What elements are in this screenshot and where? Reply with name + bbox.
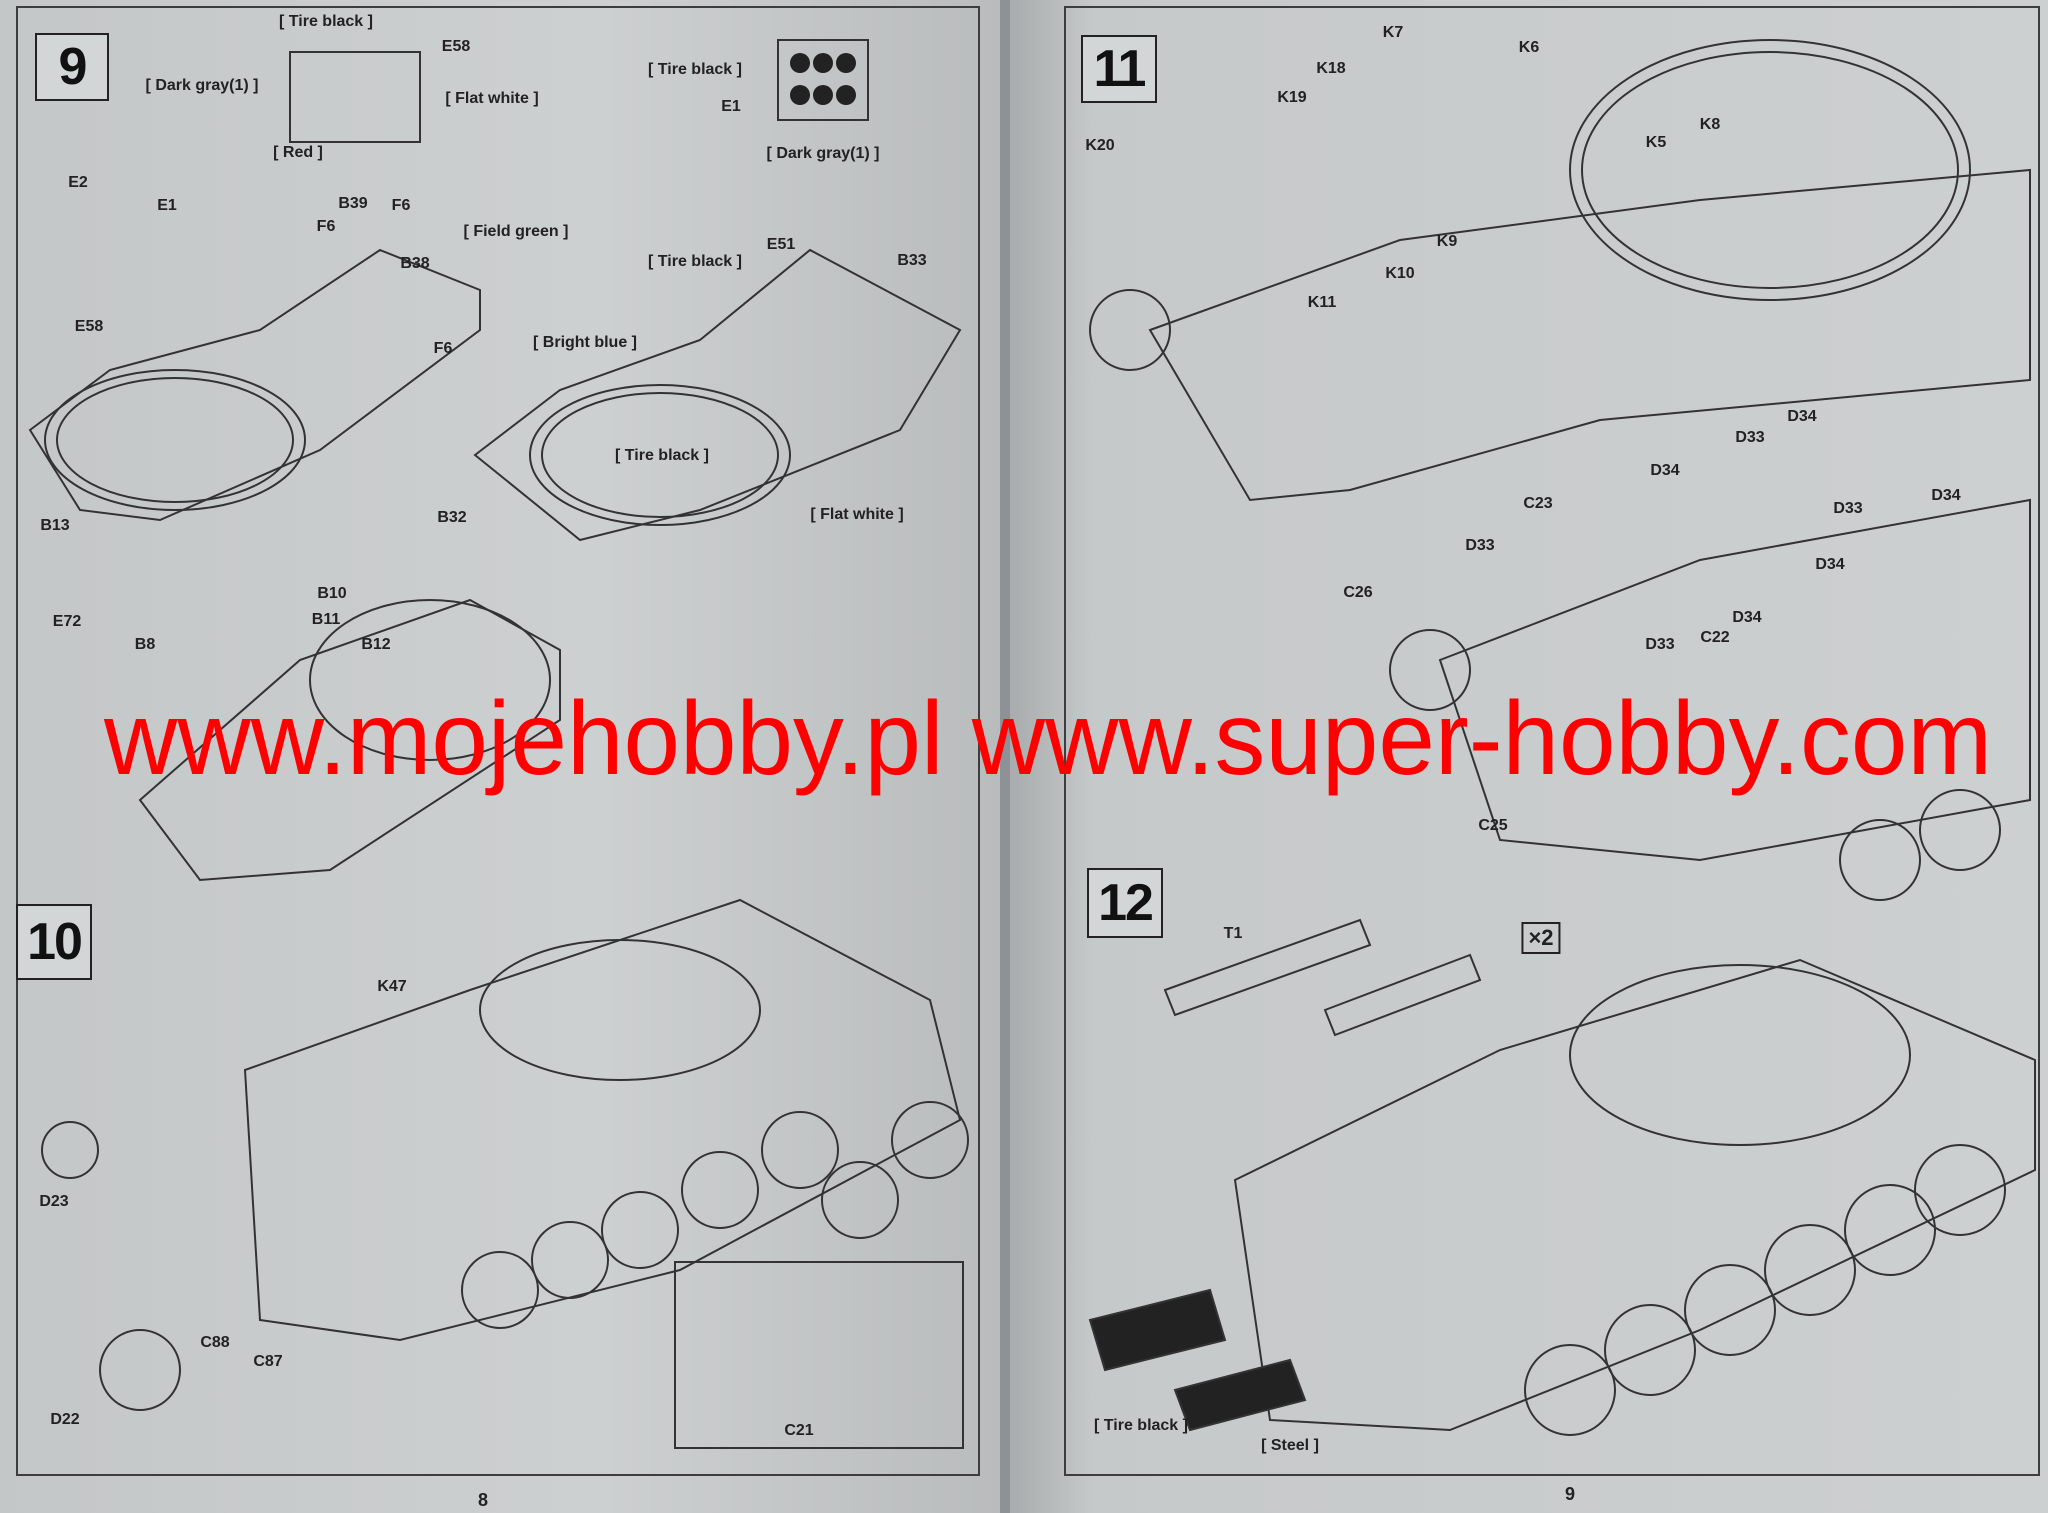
part-label: D34 (1650, 462, 1680, 479)
part-label: [ Flat white ] (445, 90, 539, 107)
part-label: B10 (317, 585, 347, 602)
part-label: C21 (784, 1422, 814, 1439)
part-label: D33 (1645, 636, 1675, 653)
part-label: E51 (766, 236, 796, 253)
part-label: C26 (1343, 584, 1373, 601)
step10-hull (41, 898, 969, 1411)
part-label: B32 (437, 509, 467, 526)
part-label: [ Bright blue ] (533, 334, 637, 351)
instruction-page-9 (1010, 0, 2048, 1513)
step11-hull-bottom (1389, 498, 2031, 901)
part-e1-circles (790, 53, 856, 105)
part-label: [ Red ] (273, 144, 323, 161)
part-label: E2 (68, 174, 88, 191)
part-label: [ Tire black ] (1094, 1417, 1188, 1434)
part-label: [ Dark gray(1) ] (145, 77, 259, 94)
step9-hull-plate-bottom (138, 598, 561, 882)
track-links-t1 (1163, 918, 1482, 1037)
step9-hull-plate-right (473, 248, 962, 542)
part-label: C25 (1478, 817, 1508, 834)
part-label: F6 (433, 340, 453, 357)
part-label: [ Tire black ] (648, 253, 742, 270)
step-number-10: 10 (16, 904, 92, 980)
page-8-frame (16, 6, 980, 1476)
part-label: F6 (391, 197, 411, 214)
part-label: E58 (74, 318, 104, 335)
part-label: C22 (1700, 629, 1730, 646)
part-label: E1 (157, 197, 177, 214)
part-block-e1 (777, 39, 869, 121)
part-label: D23 (39, 1193, 69, 1210)
step-number-9: 9 (35, 33, 109, 101)
part-label: T1 (1223, 925, 1243, 942)
part-label: [ Tire black ] (279, 13, 373, 30)
part-label: D34 (1787, 408, 1817, 425)
part-label: B8 (134, 636, 156, 653)
step-number-12: 12 (1087, 868, 1163, 938)
part-label: D33 (1833, 500, 1863, 517)
step12-assembled-tank (1233, 958, 2036, 1436)
part-label: D33 (1735, 429, 1765, 446)
part-label: E72 (52, 613, 82, 630)
part-label: B38 (400, 255, 430, 272)
part-label: E1 (721, 98, 741, 115)
part-label: D34 (1931, 487, 1961, 504)
part-label: [ Tire black ] (648, 61, 742, 78)
part-label: K18 (1316, 60, 1346, 77)
track-samples (1088, 1288, 1307, 1432)
part-label: K7 (1382, 24, 1404, 41)
part-label: [ Steel ] (1261, 1437, 1319, 1454)
part-label: B33 (897, 252, 927, 269)
part-label: K8 (1699, 116, 1721, 133)
part-label: [ Flat white ] (810, 506, 904, 523)
quantity-badge: ×2 (1521, 922, 1561, 954)
part-label: [ Dark gray(1) ] (766, 145, 880, 162)
part-label: C23 (1523, 495, 1553, 512)
part-label: B13 (40, 517, 70, 534)
part-label: K11 (1307, 294, 1337, 311)
part-label: K10 (1385, 265, 1415, 282)
part-label: [ Tire black ] (615, 447, 709, 464)
page-9-frame (1064, 6, 2040, 1476)
part-label: F6 (316, 218, 336, 235)
part-label: K47 (377, 978, 407, 995)
part-label: C87 (253, 1353, 283, 1370)
part-label: D22 (50, 1411, 80, 1428)
part-label: B12 (361, 636, 391, 653)
part-label: E58 (441, 38, 471, 55)
instruction-page-8 (0, 0, 1000, 1513)
part-label: K19 (1277, 89, 1307, 106)
page-number-9: 9 (1565, 1484, 1576, 1504)
step10-detail-inset (674, 1261, 964, 1449)
step-number-11: 11 (1081, 35, 1157, 103)
part-label: D34 (1815, 556, 1845, 573)
part-label: K20 (1085, 137, 1115, 154)
part-label: B39 (338, 195, 368, 212)
step11-hull-top (1089, 39, 2031, 502)
part-label: C88 (200, 1334, 230, 1351)
page-number-8: 8 (478, 1490, 489, 1510)
part-label: [ Field green ] (463, 223, 569, 240)
part-label: D33 (1465, 537, 1495, 554)
part-label: B11 (311, 611, 341, 628)
part-label: D34 (1732, 609, 1762, 626)
part-panel-e58 (289, 51, 421, 143)
part-label: K9 (1436, 233, 1458, 250)
step9-hull-plate-left (28, 248, 481, 522)
part-label: K5 (1645, 134, 1667, 151)
part-label: K6 (1518, 39, 1540, 56)
